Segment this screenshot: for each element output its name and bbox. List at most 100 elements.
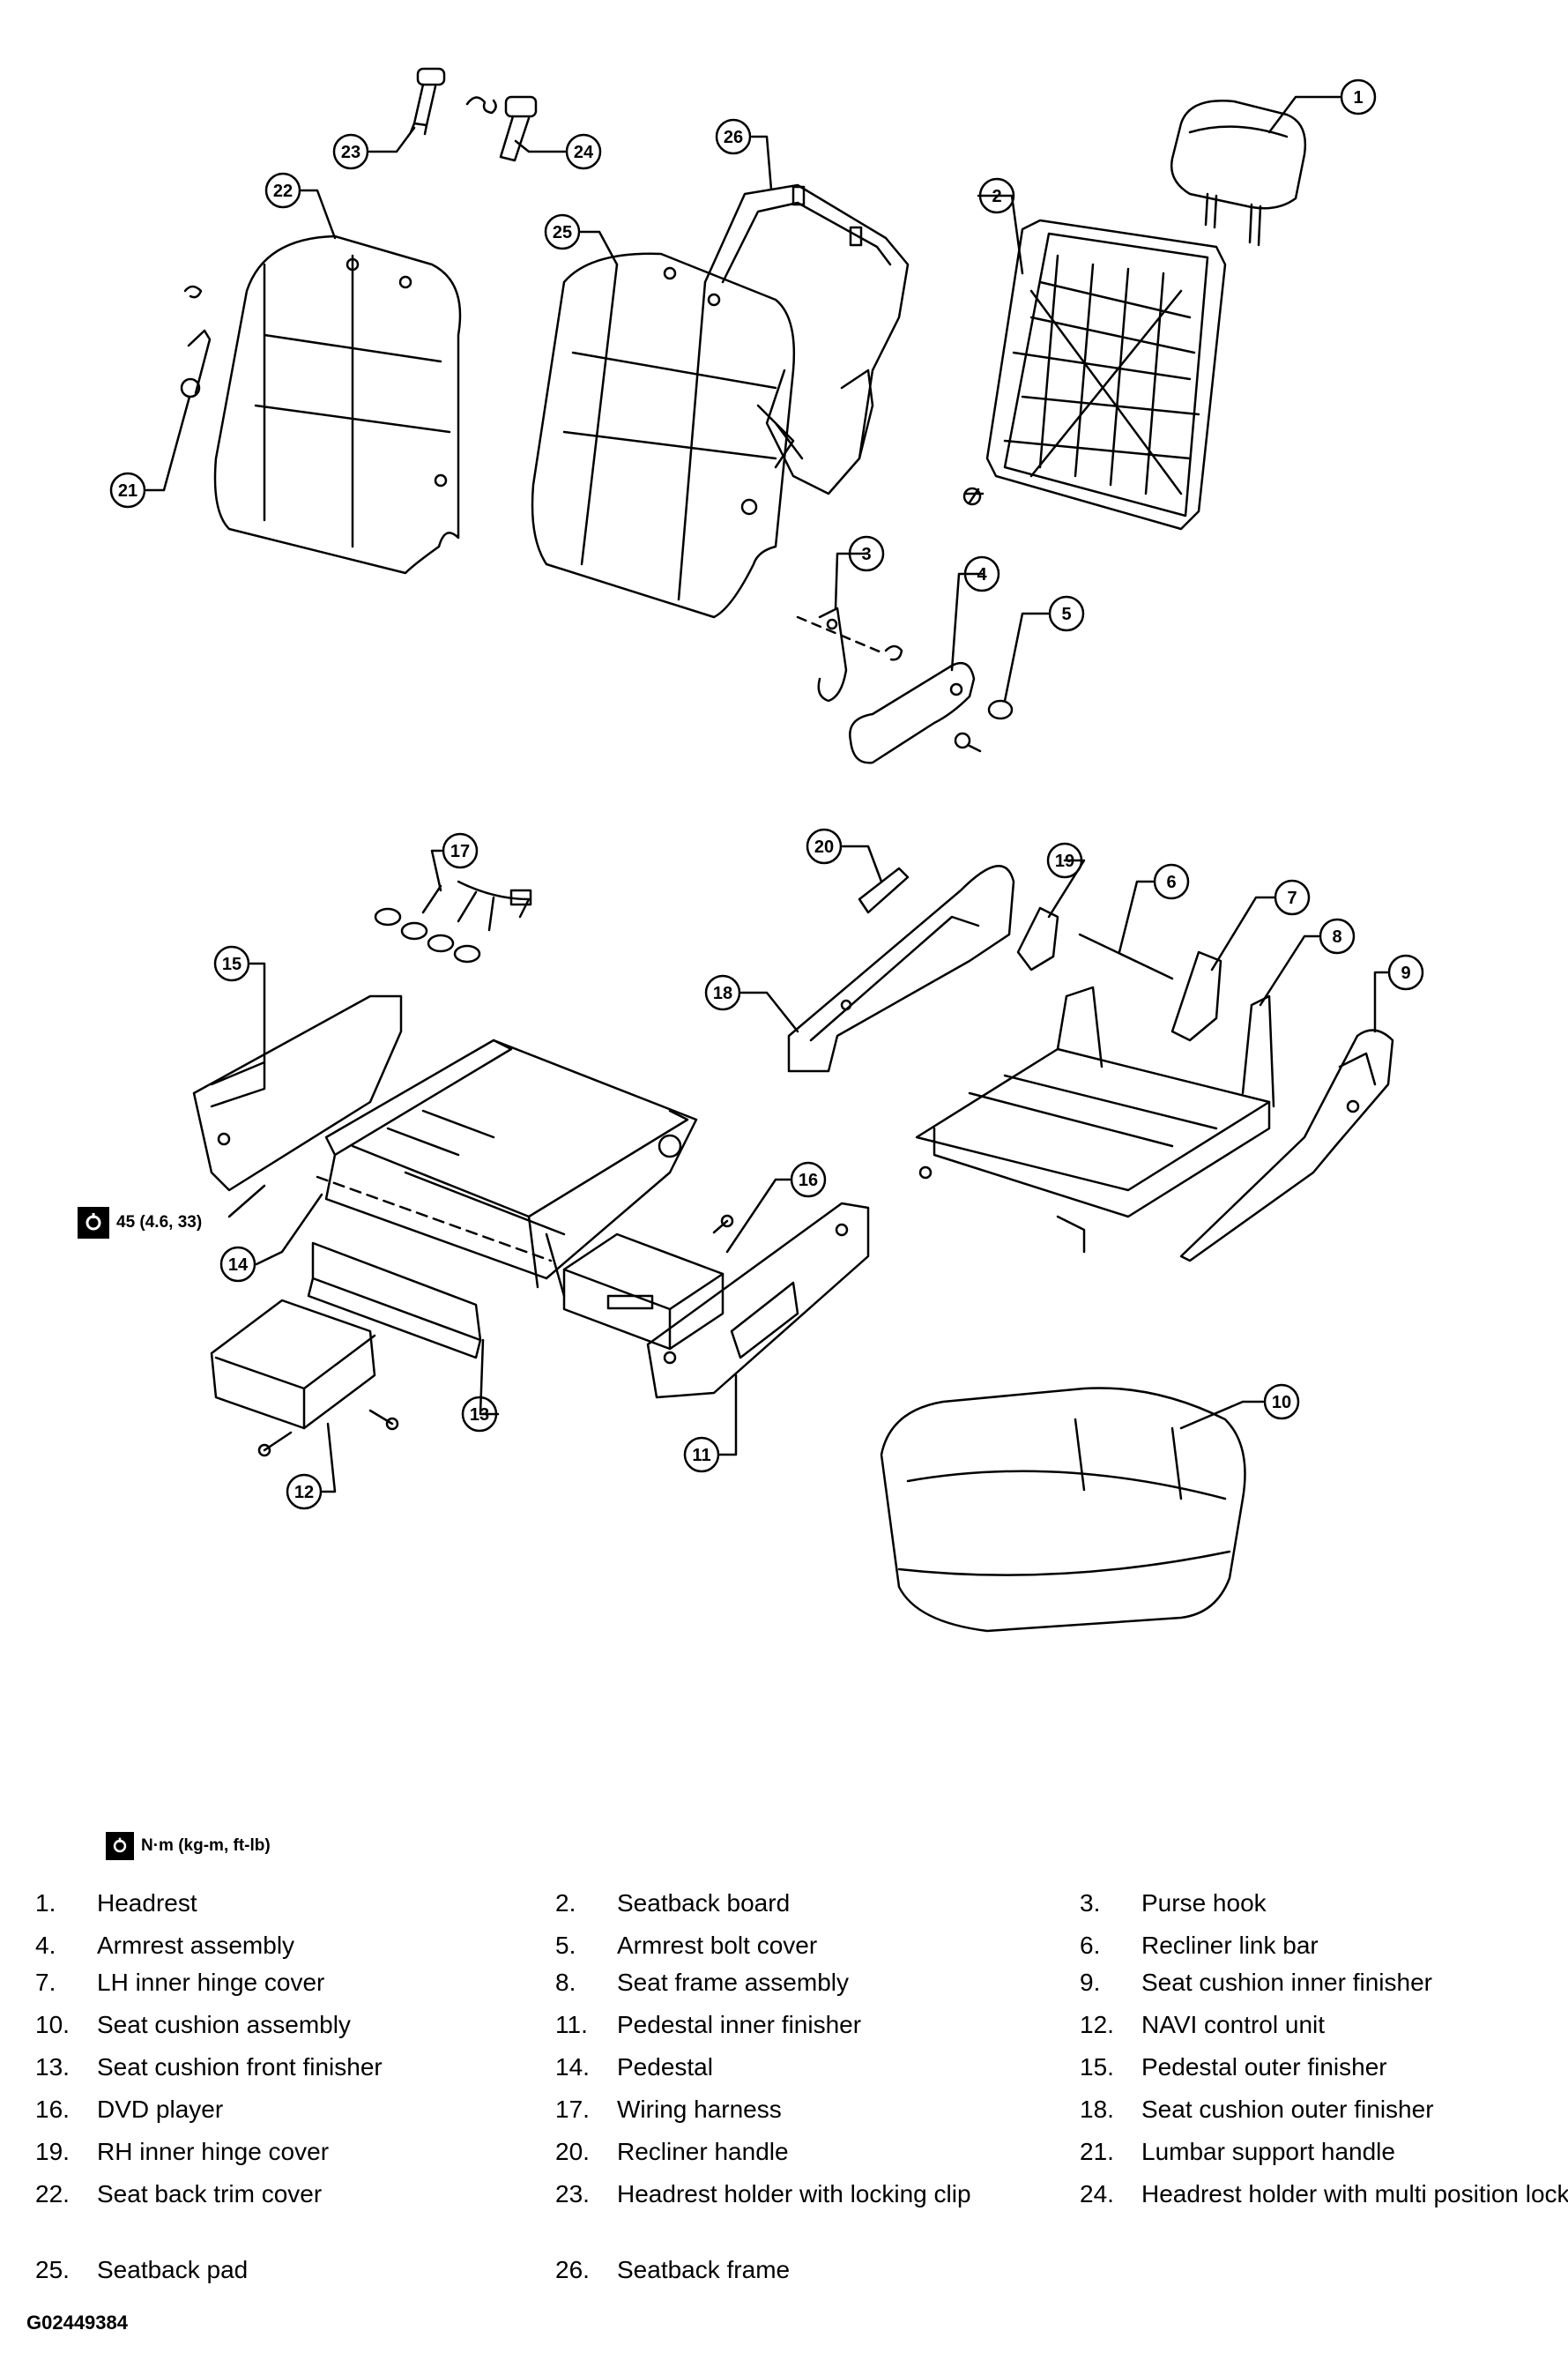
svg-text:14: 14 <box>228 1255 249 1275</box>
svg-text:26: 26 <box>724 128 743 147</box>
part-item: 17.Wiring harness <box>555 2096 782 2123</box>
part-item: 22.Seat back trim cover <box>35 2180 323 2207</box>
figure-id: G02449384 <box>26 2312 128 2334</box>
seat-cushion-outer-finisher <box>787 865 1015 1073</box>
clip-part <box>465 96 497 115</box>
seatback-frame <box>703 183 910 495</box>
callout-22: 22 <box>264 172 337 240</box>
callout-21: 21 <box>109 395 191 509</box>
svg-text:21: 21 <box>118 481 137 501</box>
callout-3: 3 <box>834 535 885 610</box>
part-item: 4.Armrest assembly <box>35 1932 295 1959</box>
seatback-pad <box>531 252 796 619</box>
purse-hook <box>796 607 903 703</box>
armrest-bolt <box>954 732 982 753</box>
svg-text:5: 5 <box>1061 605 1071 624</box>
part-item: 16.DVD player <box>35 2096 224 2123</box>
callout-2: 2 <box>977 177 1024 275</box>
torque-wrench-icon <box>106 1832 134 1860</box>
svg-text:2: 2 <box>992 187 1001 206</box>
callout-19: 19 <box>1046 842 1086 919</box>
svg-text:6: 6 <box>1166 873 1176 892</box>
svg-text:4: 4 <box>977 565 987 584</box>
part-item: 20.Recliner handle <box>555 2138 789 2165</box>
seat-cushion-inner-finisher <box>1179 1029 1394 1262</box>
callout-9: 9 <box>1373 954 1424 1033</box>
svg-text:18: 18 <box>713 984 732 1003</box>
part-item: 25.Seatback pad <box>35 2256 249 2283</box>
torque-unit-legend: N·m (kg-m, ft-lb) <box>106 1832 271 1860</box>
headrest-holder-multi-lock <box>499 95 538 162</box>
wiring-harness <box>374 880 532 964</box>
navi-control-unit <box>210 1299 399 1457</box>
part-item: 13.Seat cushion front finisher <box>35 2053 383 2081</box>
callout-13: 13 <box>461 1338 500 1433</box>
part-item: 12.NAVI control unit <box>1080 2011 1326 2038</box>
seat-cushion-assembly <box>880 1387 1246 1633</box>
recliner-link-bar <box>1078 933 1174 980</box>
svg-text:15: 15 <box>222 955 242 974</box>
callout-7: 7 <box>1210 879 1311 972</box>
rh-inner-hinge-cover <box>1016 906 1059 972</box>
svg-text:1: 1 <box>1353 88 1363 108</box>
seat-frame-assembly <box>915 986 1275 1254</box>
part-item: 23.Headrest holder with locking clip <box>555 2180 971 2207</box>
headrest <box>1170 100 1307 247</box>
svg-text:8: 8 <box>1332 927 1341 947</box>
svg-text:24: 24 <box>574 143 594 162</box>
callout-26: 26 <box>715 118 773 191</box>
torque-wrench-icon <box>78 1207 109 1239</box>
part-item: 9.Seat cushion inner finisher <box>1080 1969 1432 1996</box>
part-item: 21.Lumbar support handle <box>1080 2138 1395 2165</box>
armrest-assembly <box>849 661 976 764</box>
part-item: 1.Headrest <box>35 1889 197 1917</box>
callout-6: 6 <box>1118 863 1190 954</box>
svg-text:22: 22 <box>273 182 293 201</box>
part-item: 7.LH inner hinge cover <box>35 1969 325 1996</box>
callout-11: 11 <box>683 1374 738 1473</box>
pedestal <box>316 1039 698 1298</box>
recliner-handle <box>858 867 910 914</box>
callout-23: 23 <box>332 126 416 170</box>
torque-spec: 45 (4.6, 33) <box>78 1207 202 1239</box>
callout-24: 24 <box>514 133 602 170</box>
callout-14: 14 <box>219 1193 323 1283</box>
callout-18: 18 <box>704 974 799 1033</box>
part-item: 26.Seatback frame <box>555 2256 791 2283</box>
callout-8: 8 <box>1259 918 1356 1007</box>
svg-text:23: 23 <box>341 143 360 162</box>
callout-15: 15 <box>213 945 266 1064</box>
lh-inner-hinge-cover <box>1170 950 1222 1042</box>
callout-16: 16 <box>725 1161 827 1254</box>
dvd-player <box>562 1214 734 1351</box>
headrest-holder-locking-clip <box>409 67 446 136</box>
callout-17: 17 <box>430 832 479 892</box>
callout-4: 4 <box>950 555 1000 672</box>
svg-text:25: 25 <box>553 223 572 242</box>
part-item: 14.Pedestal <box>555 2053 713 2081</box>
callout-12: 12 <box>286 1422 337 1510</box>
torque-leader <box>227 1184 266 1218</box>
svg-text:20: 20 <box>814 838 834 857</box>
svg-text:9: 9 <box>1401 964 1410 983</box>
part-item: 3.Purse hook <box>1080 1889 1267 1917</box>
pedestal-inner-finisher <box>646 1202 870 1399</box>
exploded-seat-diagram: 1 2 3 4 5 6 7 8 9 10 11 12 <box>109 67 1424 1633</box>
svg-text:16: 16 <box>799 1171 818 1190</box>
callout-10: 10 <box>1179 1383 1300 1430</box>
callout-25: 25 <box>544 213 619 266</box>
armrest-bolt-cover <box>987 699 1014 720</box>
part-item: 15.Pedestal outer finisher <box>1080 2053 1387 2081</box>
svg-text:17: 17 <box>450 842 470 861</box>
svg-text:12: 12 <box>294 1483 314 1502</box>
seatback-board <box>962 219 1227 531</box>
part-item: 5.Armrest bolt cover <box>555 1932 818 1959</box>
svg-text:11: 11 <box>692 1446 710 1465</box>
torque-unit-label: N·m (kg-m, ft-lb) <box>141 1836 271 1855</box>
callout-1: 1 <box>1267 78 1377 134</box>
callout-5: 5 <box>1003 595 1085 703</box>
part-item: 19.RH inner hinge cover <box>35 2138 330 2165</box>
svg-text:19: 19 <box>1055 852 1074 871</box>
seat-cushion-front-finisher <box>307 1241 482 1359</box>
part-item: 24.Headrest holder with multi position l… <box>1080 2180 1568 2207</box>
